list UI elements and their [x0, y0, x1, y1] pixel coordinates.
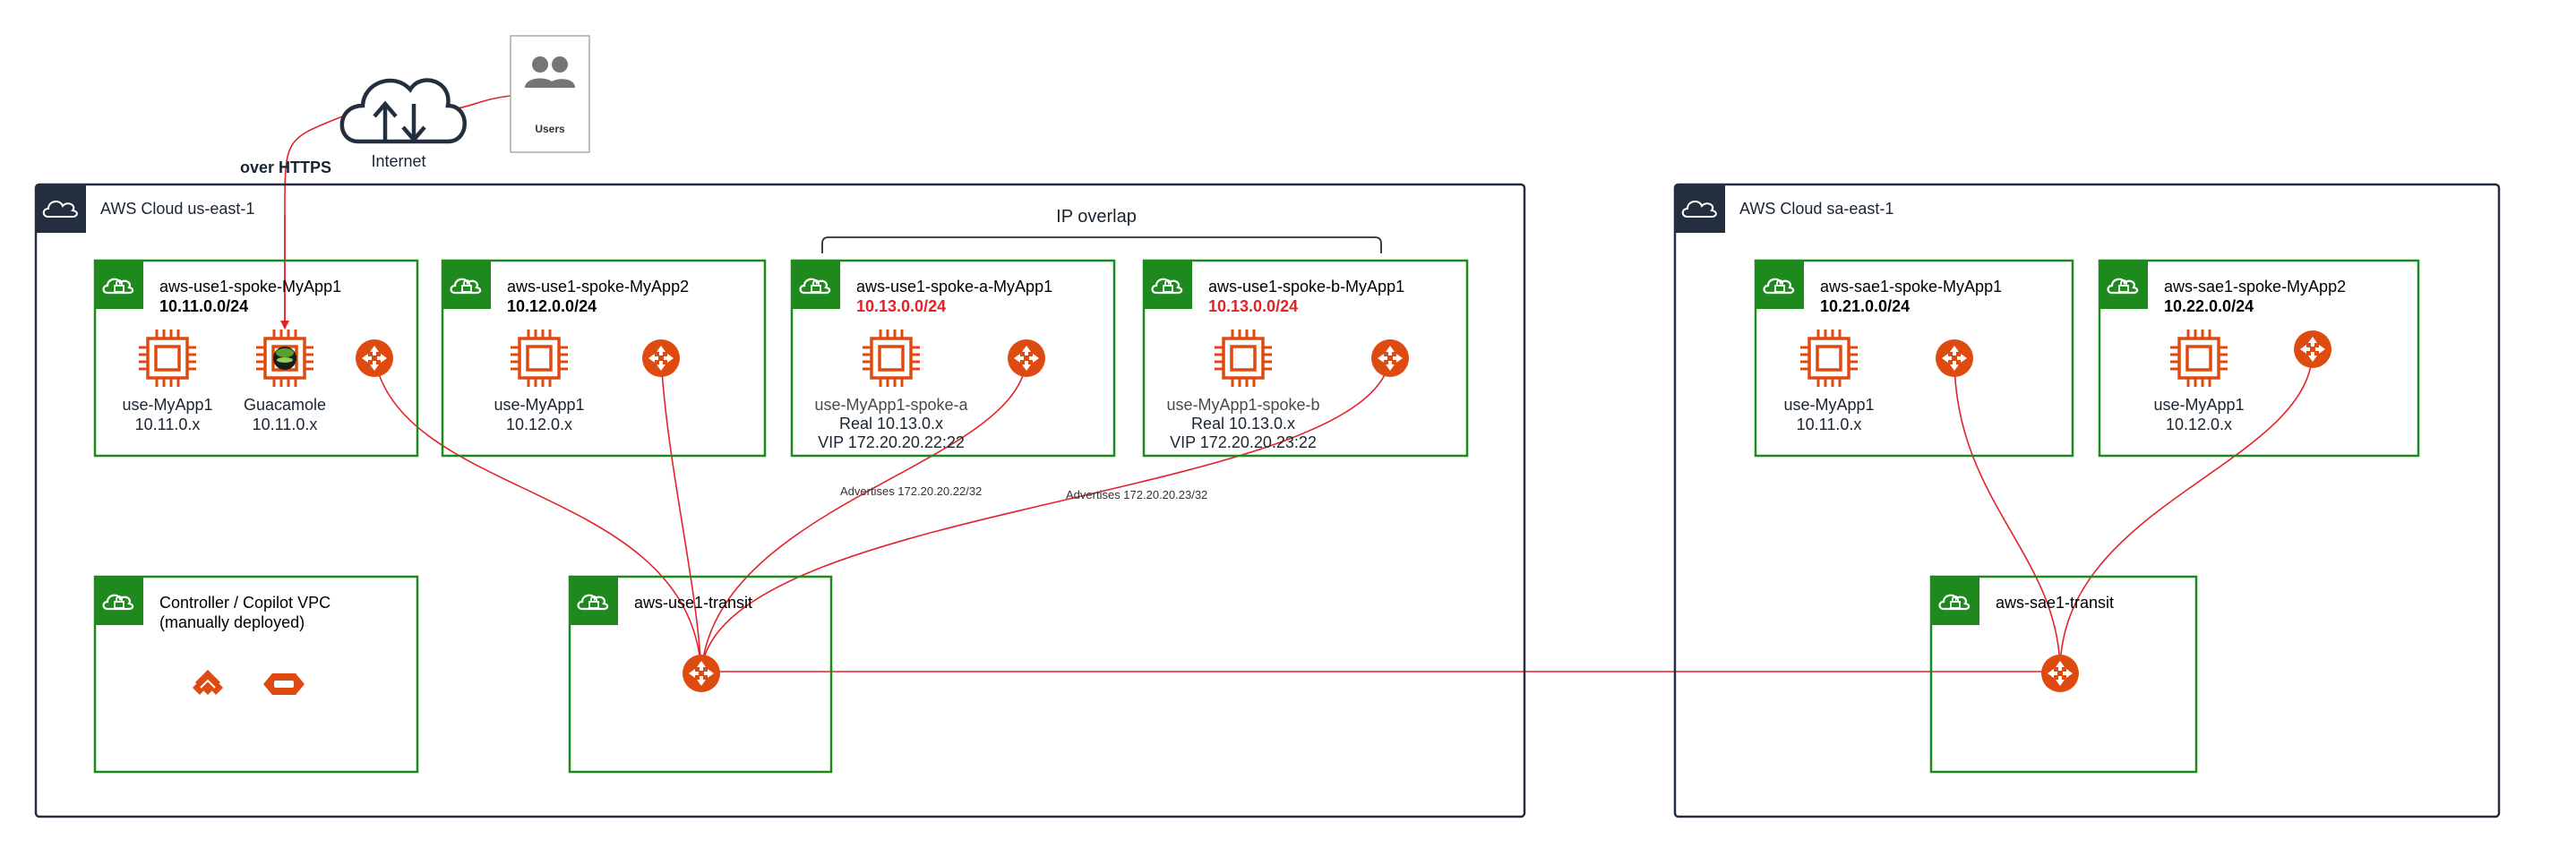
vpc-lock-icon	[93, 575, 145, 627]
gateway-icon	[1936, 339, 1973, 377]
aws-cloud-sa-east-1: AWS Cloud sa-east-1	[1673, 183, 2501, 818]
vpc-controller-copilot: Controller / Copilot VPC (manually deplo…	[93, 575, 419, 774]
vpc-title: aws-sae1-transit	[1996, 594, 2114, 612]
link-sae1-spoke-myapp2	[2059, 348, 2314, 672]
instance-name: use-MyApp1-spoke-a	[814, 396, 968, 414]
vpc-cidr: 10.13.0.0/24	[856, 297, 946, 315]
vpc-use1-transit: aws-use1-transit	[568, 575, 833, 774]
vpc-lock-icon	[568, 575, 620, 627]
gateway-icon	[642, 339, 680, 377]
vpc-title: Controller / Copilot VPC	[159, 594, 331, 612]
vpc-use1-spoke-myapp1: aws-use1-spoke-MyApp1 10.11.0.0/24 use-M…	[93, 259, 419, 458]
aws-cloud-icon	[35, 184, 87, 234]
vpc-lock-icon	[441, 259, 493, 311]
ip-overlap-label: IP overlap	[1056, 207, 1137, 227]
ip-overlap-bracket: IP overlap	[821, 207, 1382, 253]
vpc-cidr: 10.22.0.0/24	[2164, 297, 2254, 315]
internet-node: Internet	[339, 78, 467, 170]
ec2-instance-icon	[2168, 328, 2229, 389]
ec2-instance-icon	[1799, 328, 1859, 389]
ec2-instance-icon	[861, 328, 922, 389]
instance-name: use-MyApp1	[494, 396, 584, 414]
gateway-icon	[356, 339, 393, 377]
users-label: Users	[535, 123, 565, 135]
link-sae1-spoke-myapp1	[1953, 357, 2061, 672]
https-label: over HTTPS	[240, 158, 331, 176]
advertises-a-label: Advertises 172.20.20.22/32	[840, 484, 982, 498]
transit-gateway-icon	[2041, 655, 2079, 692]
vpc-title: aws-use1-spoke-a-MyApp1	[856, 278, 1052, 296]
instance-ip: 10.12.0.x	[2166, 415, 2232, 433]
instance-name: use-MyApp1	[2153, 396, 2244, 414]
instance-real-ip: Real 10.13.0.x	[1191, 415, 1295, 433]
cloud-label: AWS Cloud sa-east-1	[1739, 200, 1893, 218]
vpc-title: aws-use1-spoke-MyApp1	[159, 278, 341, 296]
vpc-use1-spoke-b-myapp1: aws-use1-spoke-b-MyApp1 10.13.0.0/24 use…	[1142, 259, 1469, 458]
connections	[280, 95, 2314, 672]
vpc-sae1-spoke-myapp1: aws-sae1-spoke-MyApp1 10.21.0.0/24 use-M…	[1754, 259, 2074, 458]
vpc-lock-icon	[93, 259, 145, 311]
vpc-cidr: 10.11.0.0/24	[159, 297, 248, 315]
instance-ip: 10.11.0.x	[135, 415, 201, 433]
users-card	[510, 35, 590, 153]
gateway-icon	[2294, 330, 2331, 368]
vpc-cidr: 10.13.0.0/24	[1208, 297, 1298, 315]
cloud-upload-download-icon	[339, 78, 467, 144]
gateway-icon	[1008, 339, 1045, 377]
link-use1-spoke-a	[700, 357, 1027, 672]
cloud-label: AWS Cloud us-east-1	[100, 200, 254, 218]
users-node: Users	[510, 35, 590, 153]
vpc-lock-icon	[790, 259, 842, 311]
instance-ip: 10.12.0.x	[506, 415, 572, 433]
vpc-cidr: 10.21.0.0/24	[1820, 297, 1910, 315]
guacamole-internet-link	[284, 111, 355, 327]
vpc-subtitle: (manually deployed)	[159, 613, 305, 631]
instance-name: use-MyApp1-spoke-b	[1166, 396, 1319, 414]
vpc-title: aws-use1-transit	[634, 594, 752, 612]
gateway-icon	[1371, 339, 1409, 377]
link-use1-spoke-b	[700, 357, 1391, 672]
transit-gateway-icon	[683, 655, 720, 692]
users-group-icon	[525, 56, 575, 88]
instance-vip: VIP 172.20.20.23:22	[1170, 433, 1317, 451]
instance-ip: 10.11.0.x	[1797, 415, 1862, 433]
copilot-icon	[263, 673, 305, 695]
vpc-title: aws-use1-spoke-MyApp2	[507, 278, 689, 296]
ec2-instance-icon	[1213, 328, 1274, 389]
internet-label: Internet	[371, 152, 425, 170]
guacamole-instance-icon	[254, 328, 315, 389]
vpc-lock-icon	[1142, 259, 1194, 311]
vpc-lock-icon	[1929, 575, 1981, 627]
ec2-instance-icon	[137, 328, 198, 389]
vpc-title: aws-sae1-spoke-MyApp2	[2164, 278, 2346, 296]
vpc-lock-icon	[2098, 259, 2150, 311]
instance-real-ip: Real 10.13.0.x	[839, 415, 943, 433]
vpc-title: aws-sae1-spoke-MyApp1	[1820, 278, 2002, 296]
link-use1-spoke-myapp2	[660, 357, 702, 672]
advertises-b-label: Advertises 172.20.20.23/32	[1066, 488, 1207, 501]
instance-name: use-MyApp1	[122, 396, 212, 414]
aws-cloud-icon	[1674, 184, 1726, 234]
vpc-lock-icon	[1754, 259, 1806, 311]
ec2-instance-icon	[509, 328, 570, 389]
controller-icon	[193, 670, 223, 695]
vpc-use1-spoke-myapp2: aws-use1-spoke-MyApp2 10.12.0.0/24 use-M…	[441, 259, 767, 458]
instance-vip: VIP 172.20.20.22:22	[818, 433, 965, 451]
vpc-cidr: 10.12.0.0/24	[507, 297, 597, 315]
vpc-use1-spoke-a-myapp1: aws-use1-spoke-a-MyApp1 10.13.0.0/24 use…	[790, 259, 1116, 458]
vpc-sae1-spoke-myapp2: aws-sae1-spoke-MyApp2 10.22.0.0/24 use-M…	[2098, 259, 2420, 458]
link-use1-spoke-myapp1	[374, 357, 702, 672]
vpc-sae1-transit: aws-sae1-transit	[1929, 575, 2198, 774]
vpc-title: aws-use1-spoke-b-MyApp1	[1208, 278, 1404, 296]
instance-name: use-MyApp1	[1783, 396, 1874, 414]
instance-ip: 10.11.0.x	[253, 415, 318, 433]
instance-name: Guacamole	[244, 396, 326, 414]
aws-cloud-us-east-1: AWS Cloud us-east-1	[34, 183, 1526, 818]
